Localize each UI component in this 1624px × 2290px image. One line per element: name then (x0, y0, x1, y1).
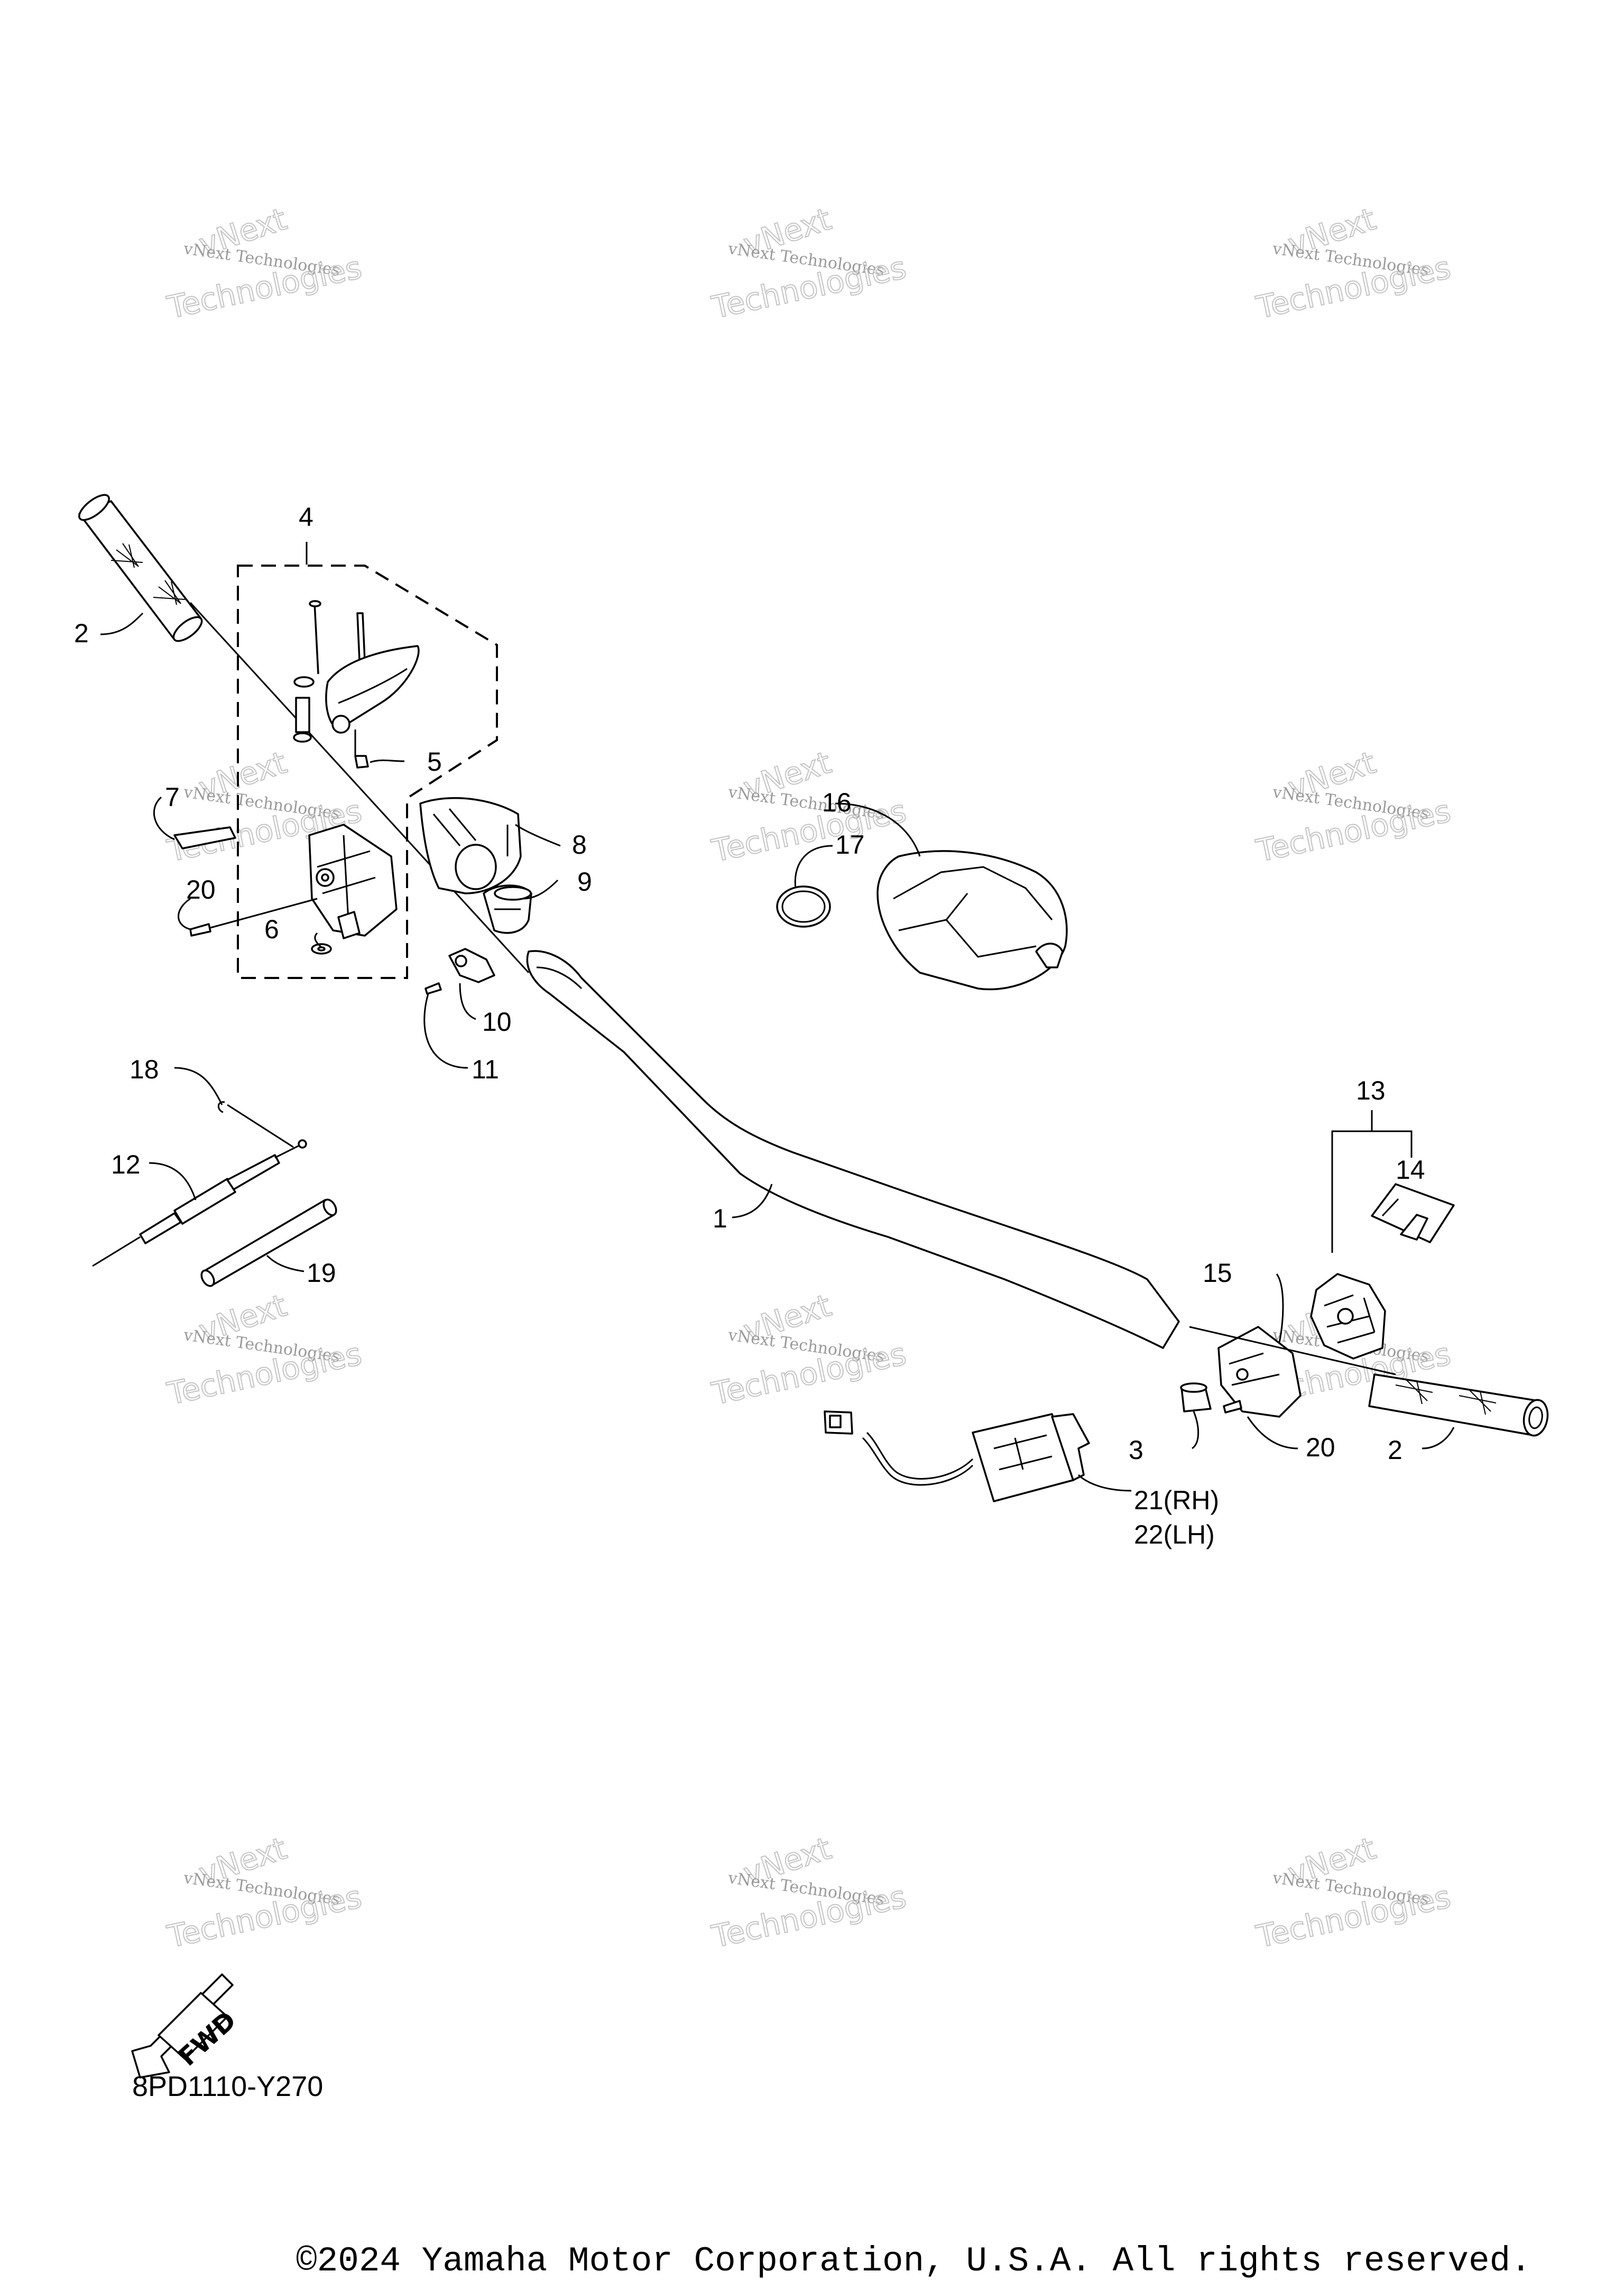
watermark: vNext vNext Technologies Technologies (1252, 744, 1454, 870)
clip-18[interactable] (217, 1101, 294, 1148)
sleeve-19[interactable] (199, 1197, 338, 1288)
callout-3: 3 (1129, 1435, 1143, 1465)
bolt-5[interactable] (354, 755, 369, 769)
watermark: vNext vNext Technologies Technologies (1252, 1830, 1454, 1955)
handlebar-1[interactable] (526, 950, 1180, 1349)
watermark: vNext vNext Technologies Technologies (708, 1830, 910, 1955)
screw-20-left[interactable] (189, 898, 318, 937)
diagram-code: 8PD1110-Y270 (132, 2071, 323, 2102)
callouts: 2 4 5 6 7 20 8 9 10 11 1 18 12 19 16 17 … (74, 502, 1425, 1549)
callout-19: 19 (307, 1258, 336, 1288)
callout-20-left: 20 (186, 875, 216, 904)
fwd-arrow-icon: FWD (131, 1973, 242, 2079)
holder-10[interactable] (448, 948, 495, 983)
brake-lever[interactable] (293, 600, 420, 756)
cable-12[interactable] (92, 1139, 307, 1267)
washer-6[interactable] (311, 943, 332, 955)
left-grip[interactable] (76, 491, 206, 645)
watermark: vNext vNext Technologies Technologies (163, 200, 365, 326)
callout-10: 10 (482, 1007, 512, 1037)
bracket-13 (1331, 1110, 1413, 1253)
callout-17: 17 (835, 830, 865, 860)
callout-15: 15 (1203, 1258, 1232, 1288)
clamp-9[interactable] (483, 884, 532, 934)
callout-7: 7 (165, 782, 180, 812)
leader-lines (100, 542, 1455, 1492)
watermark: vNext vNext Technologies Technologies (708, 200, 910, 326)
watermark: vNext vNext Technologies Technologies (708, 744, 910, 870)
callout-11: 11 (472, 1055, 499, 1084)
master-cylinder-body[interactable] (308, 824, 398, 939)
right-grip[interactable] (1368, 1373, 1551, 1437)
callout-18: 18 (130, 1055, 159, 1084)
watermark: vNext vNext Technologies Technologies (708, 1287, 910, 1412)
bar-end-cap-3[interactable] (1180, 1382, 1212, 1412)
callout-2-right: 2 (1388, 1435, 1402, 1465)
callout-16: 16 (822, 788, 852, 817)
callout-21-rh: 21(RH) (1134, 1485, 1219, 1515)
callout-5: 5 (427, 747, 442, 777)
callout-1: 1 (713, 1204, 727, 1233)
handlebar-pad-16[interactable] (876, 850, 1068, 991)
screw-20-right[interactable] (1223, 1400, 1242, 1414)
band-17[interactable] (776, 885, 831, 928)
switch-housing-8[interactable] (419, 797, 522, 894)
switch-label-14[interactable] (1371, 1183, 1455, 1243)
callout-6: 6 (264, 915, 279, 944)
callout-12: 12 (111, 1150, 141, 1179)
callout-8: 8 (572, 830, 587, 860)
callout-22-lh: 22(LH) (1134, 1520, 1215, 1549)
switch-cover-15[interactable] (1217, 1326, 1302, 1418)
pin-7[interactable] (173, 826, 236, 849)
watermark: vNext vNext Technologies Technologies (163, 1287, 365, 1412)
grip-heater-21-22[interactable] (824, 1410, 1090, 1502)
assembly-axis-line (189, 602, 530, 974)
watermark: vNext vNext Technologies Technologies (1252, 200, 1454, 326)
callout-13: 13 (1356, 1076, 1386, 1105)
watermark: vNext vNext Technologies Technologies (163, 1830, 365, 1955)
switch-body-13[interactable] (1310, 1273, 1386, 1360)
callout-20-right: 20 (1306, 1433, 1335, 1462)
screw-11[interactable] (425, 982, 442, 995)
watermarks: vNext vNext Technologies Technologies vN… (163, 200, 1454, 1955)
lever-assembly-boundary (237, 565, 498, 979)
callout-4: 4 (299, 502, 313, 532)
callout-9: 9 (577, 867, 592, 897)
right-assembly-axis (1189, 1326, 1396, 1375)
callout-2-left: 2 (74, 618, 89, 648)
callout-14: 14 (1396, 1155, 1425, 1185)
copyright-notice: ©2024 Yamaha Motor Corporation, U.S.A. A… (296, 2241, 1531, 2281)
